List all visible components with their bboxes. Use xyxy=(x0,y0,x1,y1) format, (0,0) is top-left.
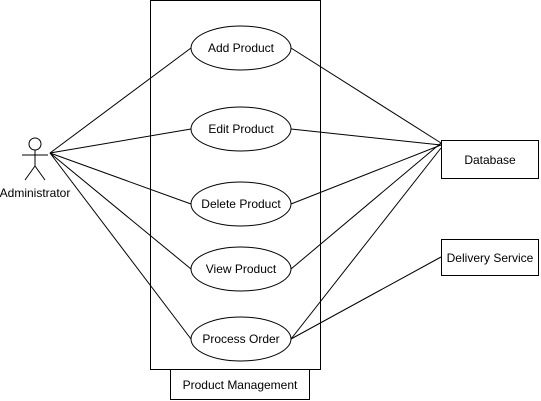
external-delivery-service[interactable]: Delivery Service xyxy=(441,239,539,276)
assoc-admin-add-product xyxy=(49,47,192,154)
assoc-process-order-delivery xyxy=(290,256,442,340)
use-case-process-order-label: Process Order xyxy=(202,332,279,346)
actor-right-leg xyxy=(34,165,46,181)
assoc-admin-process-order xyxy=(49,152,192,340)
external-database[interactable]: Database xyxy=(441,140,539,179)
use-case-delete-product-label: Delete Product xyxy=(201,197,281,211)
system-label: Product Management xyxy=(183,378,298,392)
system-label-box xyxy=(170,369,310,400)
use-case-add-product[interactable]: Add Product xyxy=(190,25,292,71)
use-case-view-product[interactable]: View Product xyxy=(190,246,292,292)
assoc-admin-delete-product xyxy=(49,152,192,205)
use-case-edit-product-label: Edit Product xyxy=(208,122,274,136)
use-case-add-product-label: Add Product xyxy=(208,41,275,55)
assoc-delete-product-database xyxy=(290,144,442,205)
system-associations xyxy=(290,47,442,340)
use-case-edit-product[interactable]: Edit Product xyxy=(190,106,292,152)
assoc-add-product-database xyxy=(290,47,442,144)
use-case-view-product-label: View Product xyxy=(206,262,277,276)
assoc-view-product-database xyxy=(290,142,442,270)
assoc-process-order-database xyxy=(290,147,442,340)
external-database-label: Database xyxy=(464,153,516,167)
actor-associations xyxy=(49,47,192,340)
assoc-edit-product-database xyxy=(290,128,442,146)
assoc-admin-edit-product xyxy=(49,128,192,154)
actor-left-leg xyxy=(24,165,36,181)
assoc-admin-view-product xyxy=(49,152,192,270)
use-case-process-order[interactable]: Process Order xyxy=(190,316,292,362)
actor-administrator[interactable] xyxy=(22,137,48,181)
actor-head-icon xyxy=(28,137,42,151)
external-delivery-service-label: Delivery Service xyxy=(447,251,534,265)
use-case-delete-product[interactable]: Delete Product xyxy=(190,181,292,227)
actor-administrator-label: Administrator xyxy=(0,186,70,200)
